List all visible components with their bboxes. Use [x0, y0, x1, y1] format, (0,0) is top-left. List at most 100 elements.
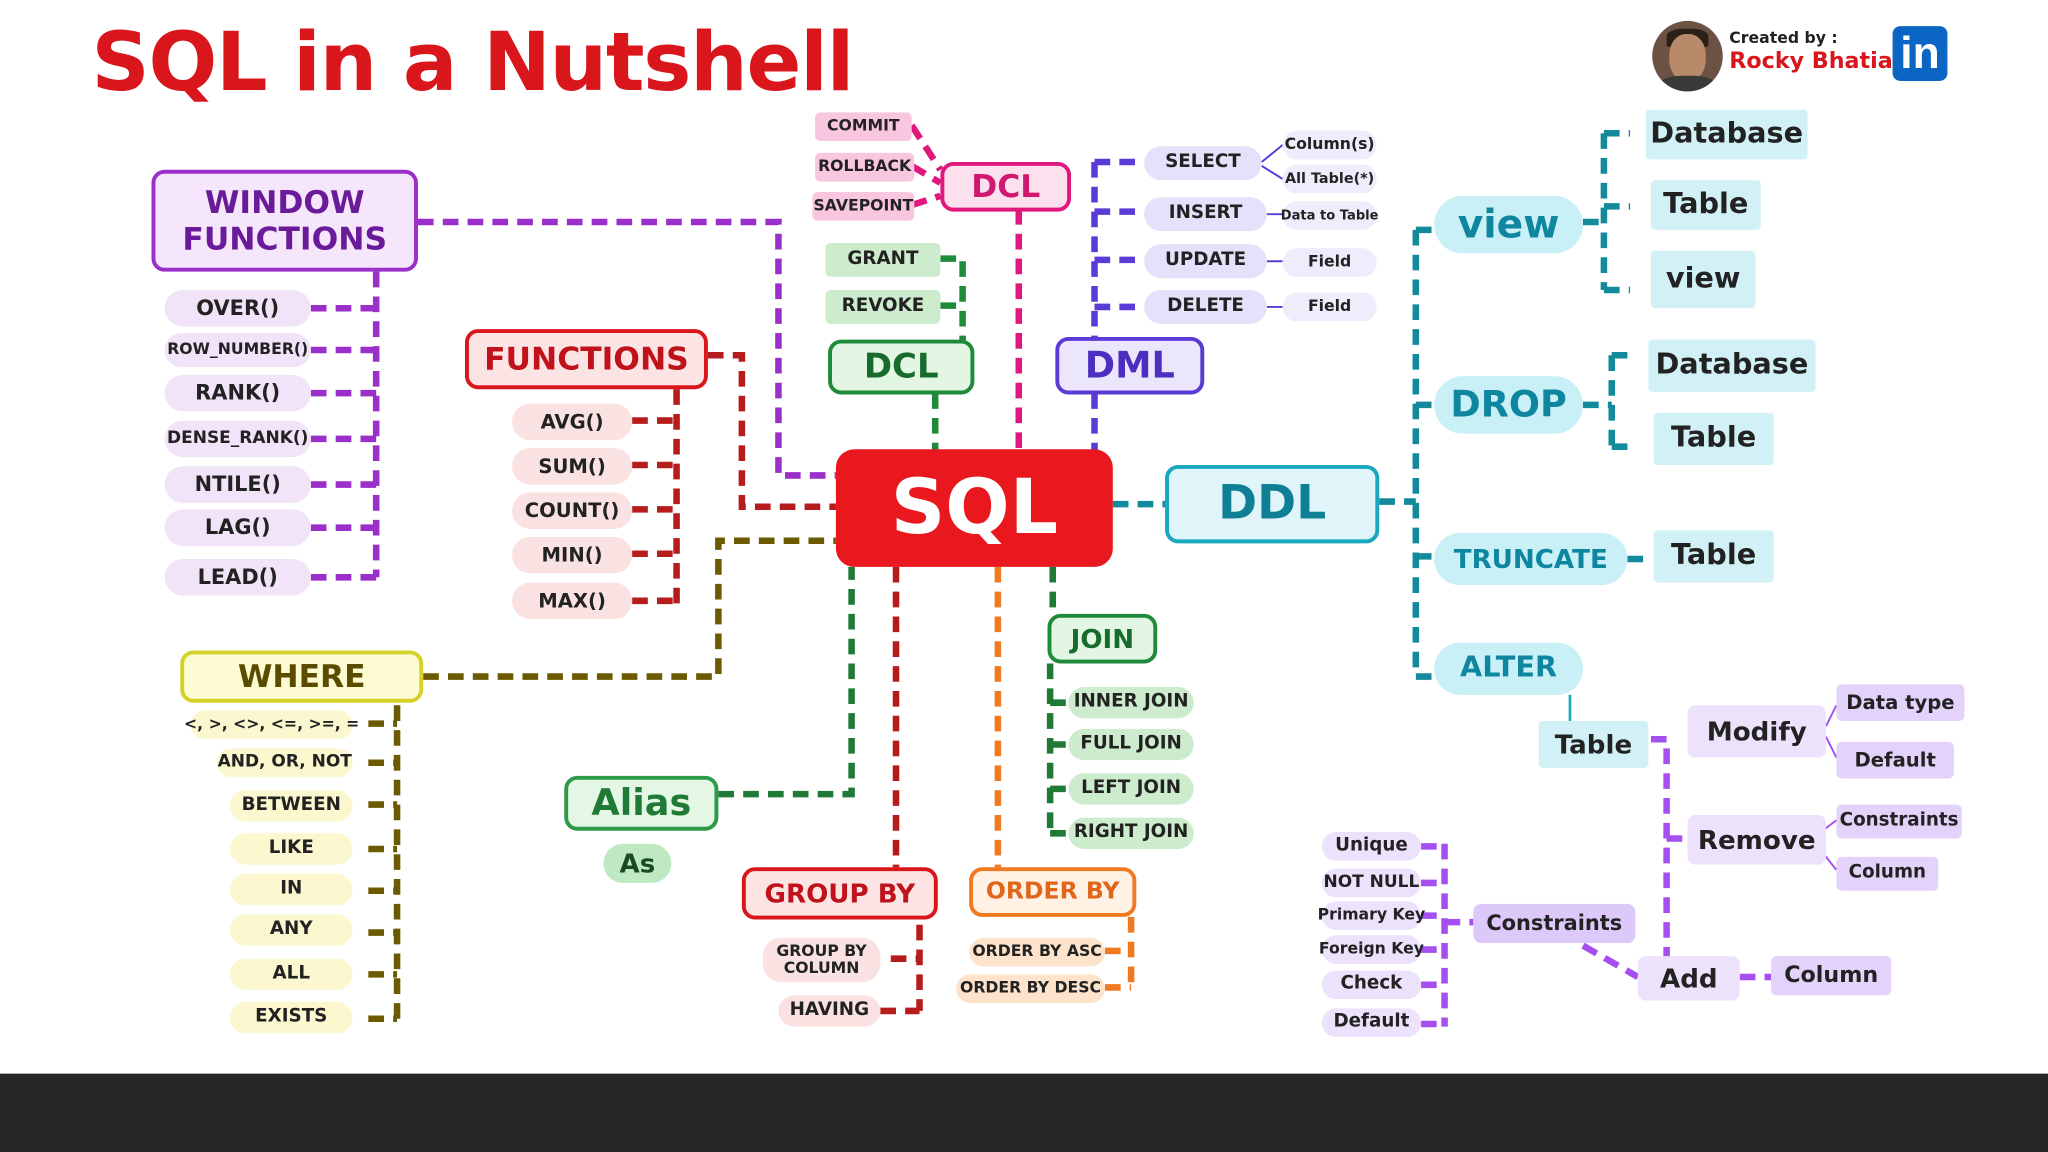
- ddl-view-node: view: [1434, 195, 1584, 254]
- functions-node: FUNCTIONS: [464, 329, 708, 390]
- remove-item-constraints: Constraints: [1836, 804, 1962, 839]
- join-item-full: FULL JOIN: [1068, 728, 1194, 761]
- page-title: SQL in a Nutshell: [91, 14, 854, 110]
- dml-detail-connectors: [1261, 144, 1284, 308]
- group-by-item-having: HAVING: [778, 995, 881, 1027]
- window-item-lag: LAG(): [164, 509, 311, 546]
- dcl-item-revoke: REVOKE: [825, 289, 941, 324]
- where-item-all: ALL: [229, 958, 353, 991]
- add-item-column: Column: [1771, 956, 1892, 996]
- tcl-item-commit: COMMIT: [815, 112, 912, 142]
- window-item-rank: RANK(): [164, 374, 311, 412]
- where-item-any: ANY: [229, 914, 353, 946]
- dml-connectors: [1091, 158, 1145, 452]
- where-connectors: [368, 537, 836, 1023]
- group-by-item-column: GROUP BY COLUMN: [762, 937, 881, 983]
- constraint-item-foreign-key: Foreign Key: [1319, 935, 1424, 964]
- view-item-view: view: [1650, 250, 1756, 309]
- alter-target-table: Table: [1538, 720, 1649, 768]
- functions-connectors: [632, 351, 836, 605]
- truncate-item-table: Table: [1653, 530, 1774, 583]
- group-by-node: GROUP BY: [741, 867, 938, 920]
- dml-item-delete: DELETE: [1144, 289, 1267, 324]
- function-item-min: MIN(): [511, 536, 633, 574]
- alter-add-node: Add: [1637, 956, 1740, 1001]
- linkedin-icon[interactable]: in: [1892, 26, 1948, 81]
- dcl-connectors: [931, 255, 966, 452]
- author-name: Rocky Bhatia: [1729, 48, 1893, 75]
- window-item-lead: LEAD(): [164, 559, 311, 596]
- where-node: WHERE: [180, 650, 424, 703]
- view-item-table: Table: [1650, 180, 1761, 230]
- order-by-item-desc: ORDER BY DESC: [956, 974, 1105, 1004]
- drop-item-table: Table: [1653, 412, 1774, 465]
- view-item-database: Database: [1645, 109, 1808, 160]
- constraint-item-not-null: NOT NULL: [1321, 868, 1422, 898]
- update-detail: Field: [1282, 248, 1377, 277]
- window-functions-node: WINDOW FUNCTIONS: [151, 169, 418, 272]
- constraint-item-check: Check: [1321, 970, 1422, 1000]
- alter-remove-node: Remove: [1687, 815, 1826, 865]
- window-functions-connectors: [310, 218, 836, 581]
- window-item-ntile: NTILE(): [164, 466, 311, 503]
- join-item-inner: INNER JOIN: [1068, 687, 1194, 719]
- window-item-over: OVER(): [164, 289, 311, 327]
- where-item-in: IN: [229, 873, 353, 906]
- where-item-exists: EXISTS: [229, 1001, 353, 1034]
- where-item-logical: AND, OR, NOT: [216, 748, 353, 778]
- dcl-item-grant: GRANT: [825, 242, 941, 277]
- constraints-node: Constraints: [1473, 903, 1636, 944]
- tcl-node: DCL: [940, 161, 1072, 212]
- dcl-node: DCL: [828, 339, 975, 395]
- function-item-count: COUNT(): [511, 492, 633, 529]
- order-by-node: ORDER BY: [969, 867, 1137, 917]
- remove-item-column: Column: [1836, 856, 1939, 891]
- delete-detail: Field: [1282, 292, 1377, 322]
- dml-item-select: SELECT: [1144, 146, 1262, 181]
- window-item-dense-rank: DENSE_RANK(): [164, 420, 311, 458]
- sql-center-node: SQL: [835, 449, 1113, 567]
- order-by-item-asc: ORDER BY ASC: [969, 937, 1105, 967]
- order-by-connectors: [994, 566, 1135, 991]
- ddl-alter-node: ALTER: [1434, 642, 1584, 695]
- where-item-comparison: <, >, <>, <=, >=, =: [184, 710, 359, 740]
- constraint-item-unique: Unique: [1321, 831, 1422, 861]
- join-item-left: LEFT JOIN: [1068, 773, 1194, 805]
- ddl-node: DDL: [1165, 464, 1380, 544]
- dml-node: DML: [1055, 336, 1205, 395]
- tcl-item-rollback: ROLLBACK: [815, 152, 915, 182]
- ddl-truncate-node: TRUNCATE: [1434, 532, 1628, 586]
- join-node: JOIN: [1047, 613, 1158, 664]
- constraint-item-primary-key: Primary Key: [1318, 901, 1425, 930]
- select-detail-all-table: All Table(*): [1282, 164, 1377, 194]
- function-item-avg: AVG(): [511, 403, 633, 441]
- modify-item-default: Default: [1836, 741, 1954, 779]
- created-by-label: Created by :: [1729, 28, 1838, 48]
- alter-modify-node: Modify: [1687, 705, 1826, 758]
- alter-connectors: [1421, 735, 1772, 1028]
- insert-detail: Data to Table: [1281, 201, 1379, 230]
- function-item-max: MAX(): [511, 582, 633, 620]
- alter-detail-connectors: [1814, 704, 1838, 871]
- select-detail-columns: Column(s): [1282, 130, 1377, 160]
- group-by-connectors: [880, 566, 923, 1015]
- alias-node: Alias: [564, 775, 719, 831]
- ddl-connectors: [1112, 129, 1651, 680]
- ddl-drop-node: DROP: [1434, 376, 1584, 434]
- dml-item-insert: INSERT: [1144, 197, 1267, 232]
- footer-bar: [0, 1073, 2048, 1152]
- constraint-item-default: Default: [1321, 1008, 1422, 1038]
- tcl-item-savepoint: SAVEPOINT: [812, 191, 915, 221]
- author-avatar: [1652, 20, 1723, 92]
- join-item-right: RIGHT JOIN: [1068, 817, 1194, 849]
- alias-item-as: As: [603, 843, 672, 883]
- alias-connectors: [718, 566, 855, 798]
- where-item-between: BETWEEN: [229, 790, 353, 822]
- function-item-sum: SUM(): [511, 447, 633, 485]
- where-item-like: LIKE: [229, 833, 353, 865]
- join-connectors: [1046, 566, 1069, 837]
- drop-item-database: Database: [1648, 339, 1816, 392]
- dml-item-update: UPDATE: [1144, 244, 1267, 279]
